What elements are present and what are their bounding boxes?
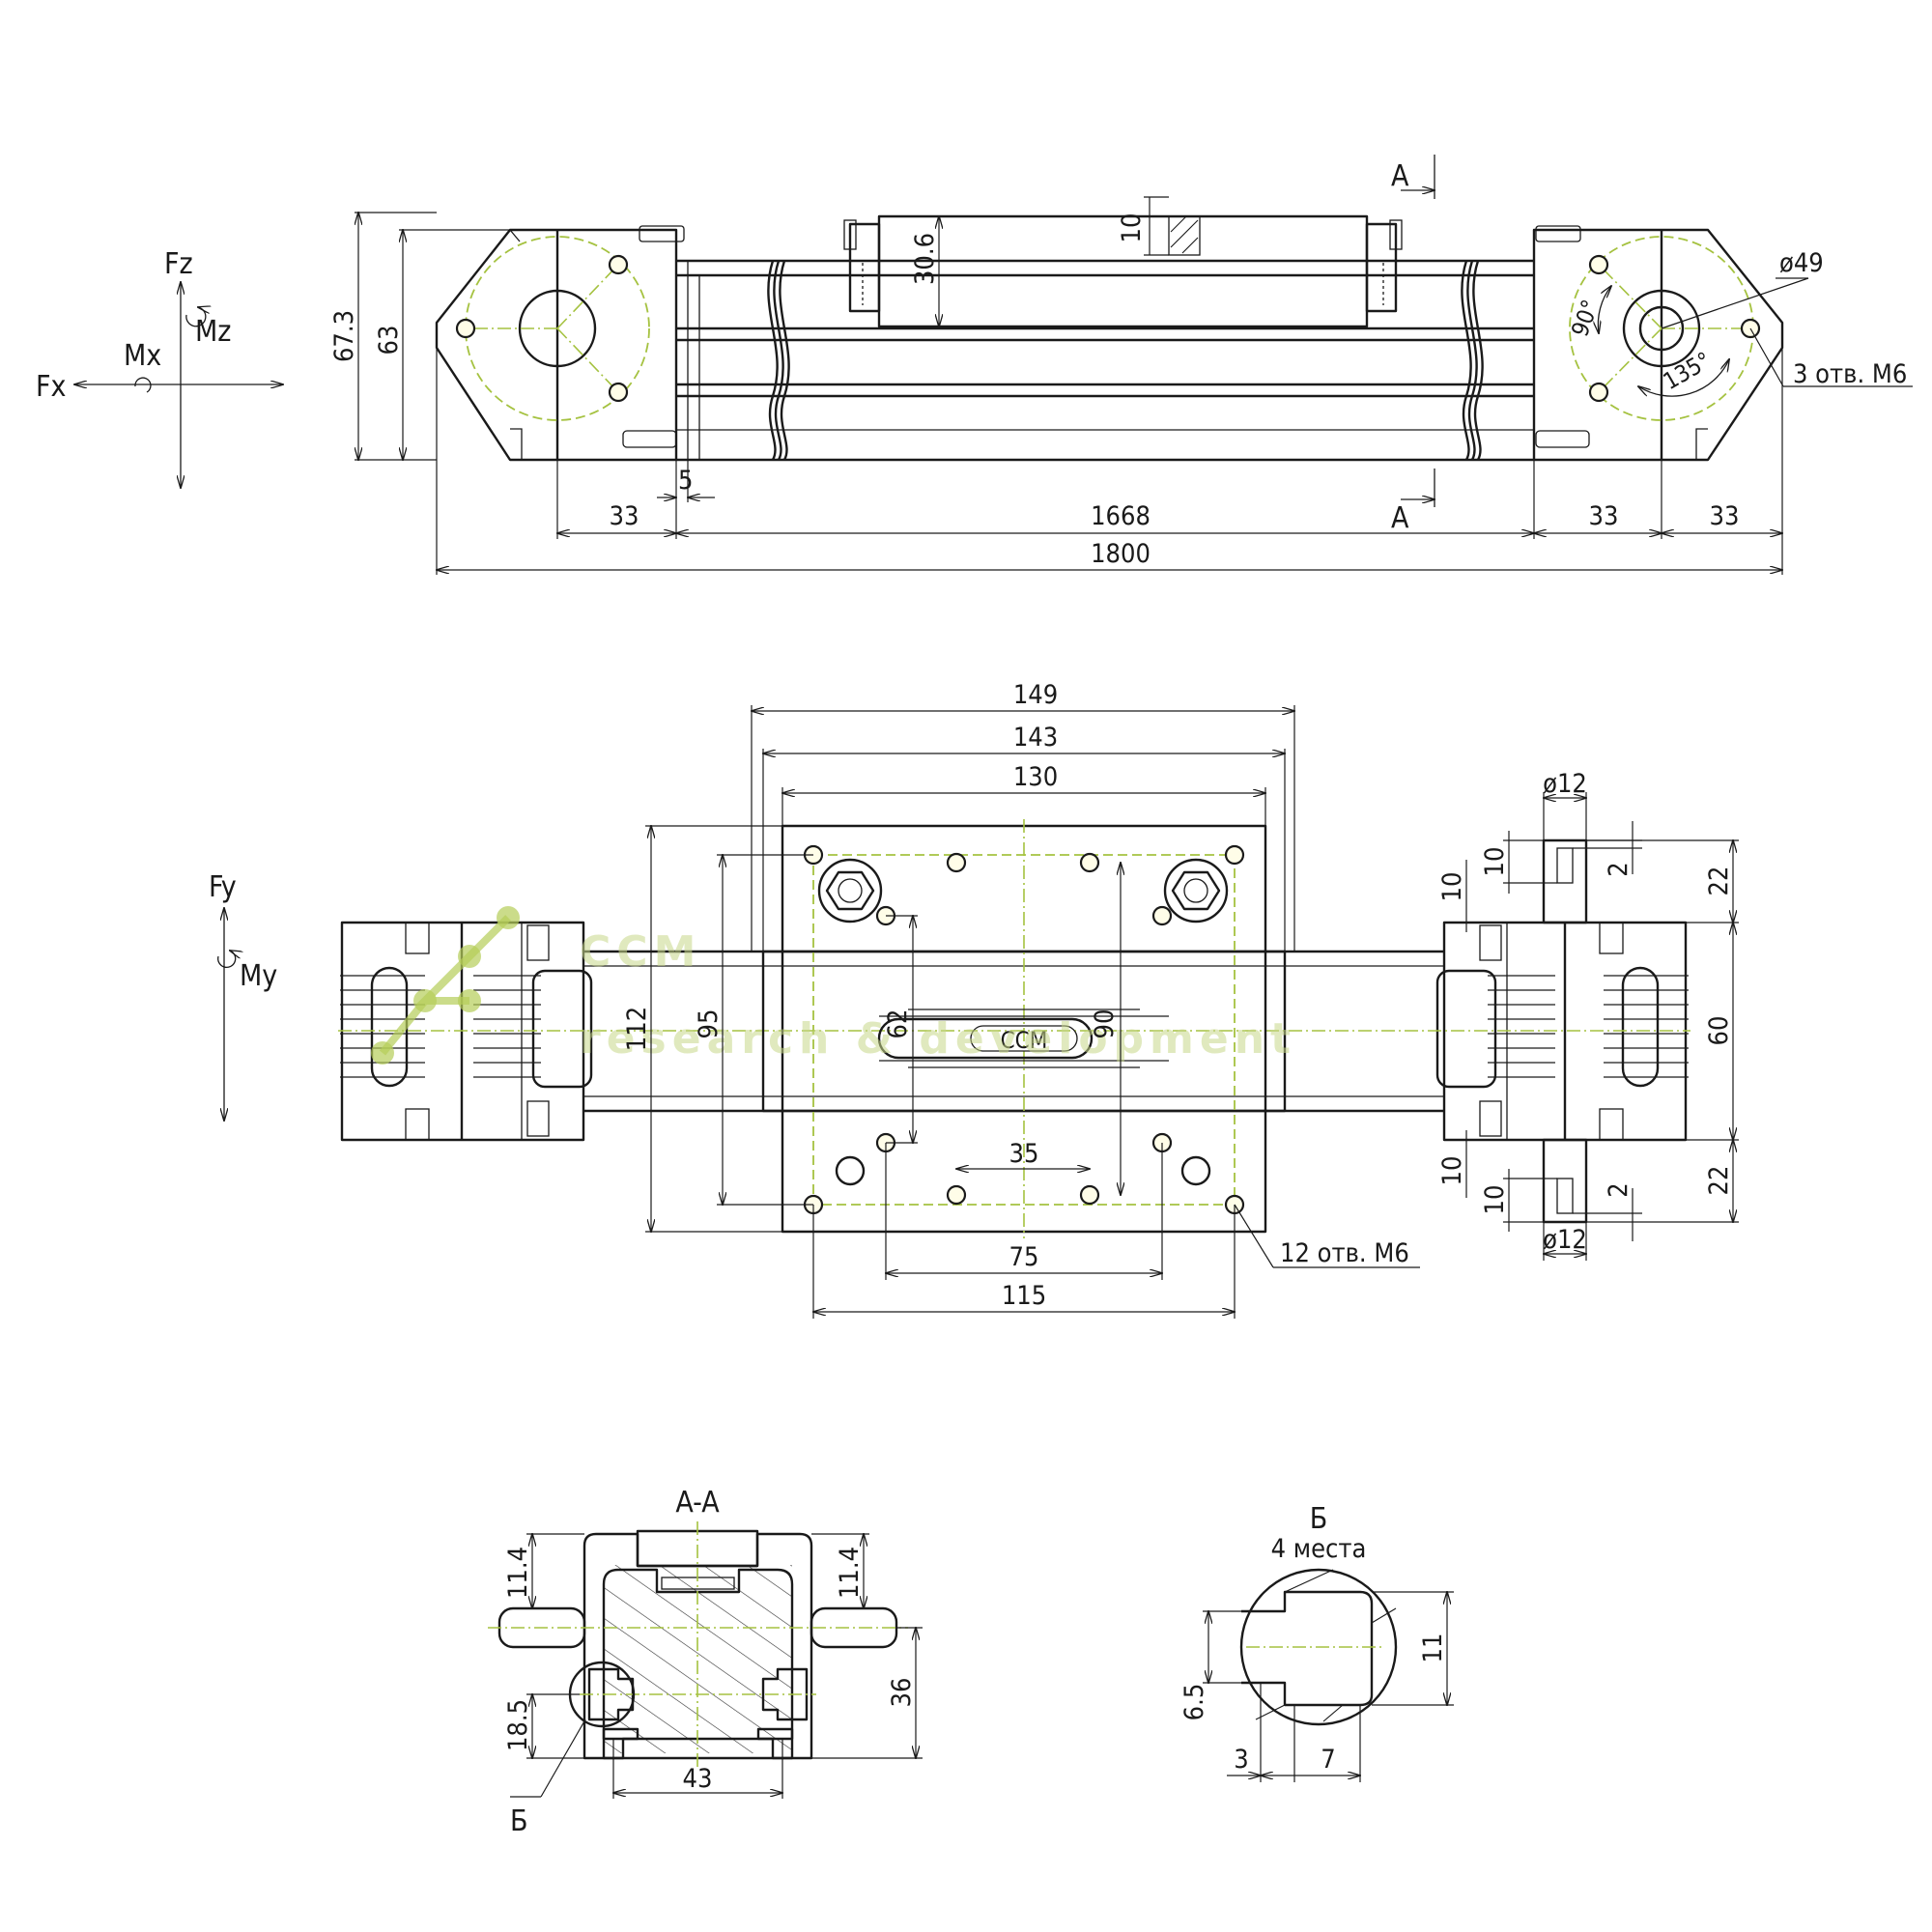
dim-left-114: 11.4 [503, 1547, 533, 1599]
detail-callout: Б [510, 1804, 528, 1838]
dim-w143: 143 [1013, 723, 1058, 753]
mount-hole-3 [608, 382, 629, 403]
force-axes-side: Fz Mz Mx Fx [36, 247, 283, 488]
dim-w75: 75 [1009, 1242, 1039, 1272]
mx-label: Mx [124, 339, 161, 373]
dim-d22-bottom: 22 [1704, 1166, 1734, 1196]
dim-right-114: 11.4 [835, 1547, 865, 1599]
dim-65: 6.5 [1179, 1684, 1209, 1721]
dim-h95: 95 [694, 1009, 724, 1039]
dim-3: 3 [1234, 1745, 1248, 1775]
fx-label: Fx [36, 370, 67, 404]
dim-7: 7 [1321, 1745, 1335, 1775]
dim-w35: 35 [1009, 1139, 1039, 1169]
section-aa: A-A Б 11.4 11.4 36 18.5 [488, 1486, 923, 1838]
dim-d10-b: 10 [1437, 872, 1467, 902]
dim-d2-b: 2 [1604, 1182, 1634, 1197]
fz-label: Fz [164, 247, 193, 281]
pulley-diameter: ø49 [1779, 248, 1824, 278]
dim-d10-a: 10 [1480, 847, 1510, 877]
side-holes-note: 3 отв. М6 [1793, 359, 1907, 389]
detail-b: Б 4 места 11 6.5 3 7 [1179, 1502, 1454, 1782]
dim-d60: 60 [1704, 1016, 1734, 1046]
nut-right [1163, 858, 1229, 923]
mz-label: Mz [195, 315, 231, 349]
section-title: A-A [675, 1486, 720, 1520]
fy-label: Fy [209, 870, 237, 904]
angle-90: 90° [1566, 297, 1604, 341]
dim-carriage-height: 30.6 [910, 233, 940, 285]
section-mark-top: A [1391, 159, 1409, 193]
dim-stroke: 1668 [1091, 501, 1151, 531]
dim-d2-a: 2 [1604, 862, 1634, 876]
top-holes-note: 12 отв. М6 [1280, 1238, 1409, 1268]
dim-d10-c: 10 [1437, 1156, 1467, 1186]
dim-shaft-dia-bottom: ø12 [1543, 1225, 1587, 1255]
dim-11: 11 [1418, 1634, 1448, 1663]
dim-w130: 130 [1013, 762, 1058, 792]
force-axes-top: Fy My [209, 870, 277, 1121]
dim-w149: 149 [1013, 680, 1058, 710]
my-label: My [240, 959, 277, 993]
dim-d22-top: 22 [1704, 867, 1734, 896]
dim-w115: 115 [1002, 1281, 1046, 1311]
carriage-logo: CCM [1001, 1027, 1048, 1054]
right-cap-ribs [1435, 966, 1689, 1089]
dim-end-right-1: 33 [1589, 501, 1619, 531]
detail-title: Б [1310, 1502, 1328, 1536]
dim-end-right-2: 33 [1710, 501, 1740, 531]
side-view: 90° 135° ø49 3 отв. М6 A A 67.3 63 30.6 … [329, 155, 1913, 575]
angle-135: 135° [1659, 347, 1716, 395]
watermark: CCM research & development [371, 906, 1296, 1065]
dim-h62: 62 [883, 1009, 913, 1039]
dim-h112: 112 [622, 1007, 652, 1051]
detail-subtitle: 4 места [1271, 1534, 1367, 1564]
watermark-tagline: research & development [580, 1014, 1296, 1064]
dim-36: 36 [887, 1678, 917, 1708]
dim-overall-height: 67.3 [329, 310, 359, 362]
dim-185: 18.5 [503, 1699, 533, 1751]
left-cap-ribs [340, 966, 593, 1089]
dim-shaft-dia-top: ø12 [1543, 769, 1587, 799]
section-mark-bottom: A [1391, 501, 1409, 535]
dim-43: 43 [683, 1764, 713, 1794]
dim-overall-length: 1800 [1091, 539, 1151, 569]
mount-hole-6 [1588, 382, 1609, 403]
dim-h90: 90 [1090, 1009, 1120, 1039]
dim-d10-d: 10 [1480, 1185, 1510, 1215]
dim-height: 63 [374, 326, 404, 355]
dim-port-height: 10 [1117, 213, 1147, 243]
dim-gap: 5 [678, 466, 693, 496]
watermark-brand: CCM [580, 927, 701, 977]
mount-hole-1 [608, 254, 629, 275]
mount-hole-4 [1588, 254, 1609, 275]
dim-end-left: 33 [610, 501, 639, 531]
top-view: CCM [338, 680, 1739, 1319]
nut-left [817, 858, 883, 923]
mount-hole-2 [455, 318, 476, 339]
